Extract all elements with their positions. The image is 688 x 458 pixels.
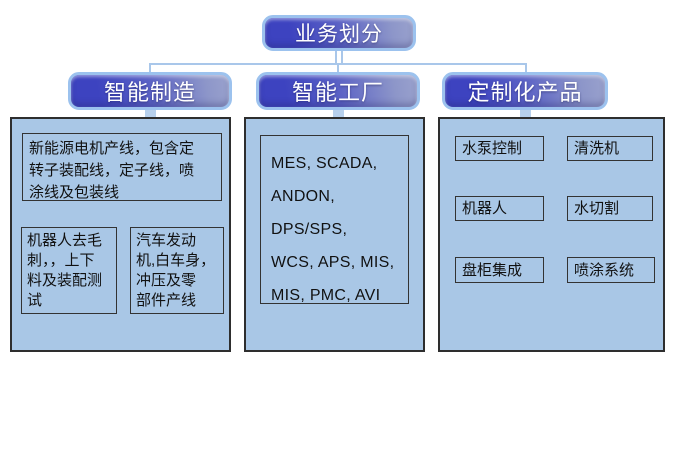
connector-root-stub-right xyxy=(341,50,343,65)
connector-thick-right xyxy=(520,106,531,119)
item-box-water-cutting: 水切割 xyxy=(567,196,653,221)
connector-root-stub-left xyxy=(335,50,337,65)
panel-custom-products: 水泵控制 清洗机 机器人 水切割 盘柜集成 喷涂系统 xyxy=(438,117,665,352)
branch-header-custom-products: 定制化产品 xyxy=(442,72,608,110)
root-node-business-division: 业务划分 xyxy=(262,15,416,51)
connector-thick-middle xyxy=(333,106,344,119)
branch-header-smart-manufacturing: 智能制造 xyxy=(68,72,232,110)
item-box-panel-cabinet-integration: 盘柜集成 xyxy=(455,257,544,283)
text-box-new-energy-motor-line: 新能源电机产线，包含定 转子装配线，定子线，喷 涂线及包装线 xyxy=(22,133,222,201)
connector-drop-middle xyxy=(337,63,339,74)
text-box-auto-engine-line: 汽车发动 机,白车身， 冲压及零 部件产线 xyxy=(130,227,224,314)
panel-smart-factory: MES, SCADA, ANDON, DPS/SPS, WCS, APS, MI… xyxy=(244,117,425,352)
item-box-washing-machine: 清洗机 xyxy=(567,136,653,161)
connector-drop-left xyxy=(149,63,151,74)
text-box-factory-systems: MES, SCADA, ANDON, DPS/SPS, WCS, APS, MI… xyxy=(260,135,409,304)
item-box-water-pump-control: 水泵控制 xyxy=(455,136,544,161)
connector-drop-right xyxy=(525,63,527,74)
text-box-robot-deburring: 机器人去毛 刺，，上下 料及装配测 试 xyxy=(21,227,117,314)
connector-thick-left xyxy=(145,106,156,119)
branch-header-smart-factory: 智能工厂 xyxy=(256,72,420,110)
item-box-robot: 机器人 xyxy=(455,196,544,221)
panel-smart-manufacturing: 新能源电机产线，包含定 转子装配线，定子线，喷 涂线及包装线 机器人去毛 刺，，… xyxy=(10,117,231,352)
item-box-spraying-system: 喷涂系统 xyxy=(567,257,655,283)
